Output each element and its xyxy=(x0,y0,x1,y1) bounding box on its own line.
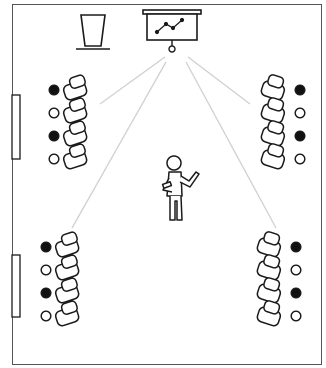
seated-person-icon xyxy=(48,97,88,124)
empty-head-icon xyxy=(40,264,52,276)
sight-line xyxy=(187,56,251,105)
seated-person-icon xyxy=(40,254,80,281)
sight-lines xyxy=(71,56,277,229)
seated-person-icon xyxy=(260,97,306,124)
seated-person-icon xyxy=(40,231,80,258)
occupied-head-icon xyxy=(290,287,302,299)
empty-head-icon xyxy=(294,107,306,119)
empty-head-icon xyxy=(48,153,60,165)
occupied-head-icon xyxy=(40,241,52,253)
seated-person-icon xyxy=(256,231,302,258)
seated-person-icon xyxy=(40,277,80,304)
seated-person-icon xyxy=(48,143,88,170)
seat-groups xyxy=(40,74,306,327)
empty-head-icon xyxy=(290,264,302,276)
group-top-right xyxy=(260,74,306,170)
occupied-head-icon xyxy=(40,287,52,299)
window-icon xyxy=(11,254,21,318)
empty-head-icon xyxy=(290,310,302,322)
occupied-head-icon xyxy=(48,84,60,96)
presentation-board-icon xyxy=(142,9,202,53)
seated-person-icon xyxy=(260,120,306,147)
occupied-head-icon xyxy=(294,130,306,142)
empty-head-icon xyxy=(48,107,60,119)
group-bottom-right xyxy=(256,231,302,327)
empty-head-icon xyxy=(40,310,52,322)
occupied-head-icon xyxy=(294,84,306,96)
window-icon xyxy=(11,94,21,160)
sight-line xyxy=(185,61,277,229)
room-wall xyxy=(12,4,322,365)
seated-person-icon xyxy=(260,143,306,170)
occupied-head-icon xyxy=(48,130,60,142)
presenter-icon xyxy=(161,155,200,221)
seated-person-icon xyxy=(256,254,302,281)
occupied-head-icon xyxy=(290,241,302,253)
seated-person-icon xyxy=(260,74,306,101)
group-top-left xyxy=(48,74,88,170)
group-bottom-left xyxy=(40,231,80,327)
seated-person-icon xyxy=(40,300,80,327)
empty-head-icon xyxy=(294,153,306,165)
seated-person-icon xyxy=(48,120,88,147)
trash-bin-icon xyxy=(76,14,110,50)
seated-person-icon xyxy=(48,74,88,101)
sight-line xyxy=(99,56,166,105)
sight-line xyxy=(71,61,167,229)
seated-person-icon xyxy=(256,277,302,304)
seated-person-icon xyxy=(256,300,302,327)
